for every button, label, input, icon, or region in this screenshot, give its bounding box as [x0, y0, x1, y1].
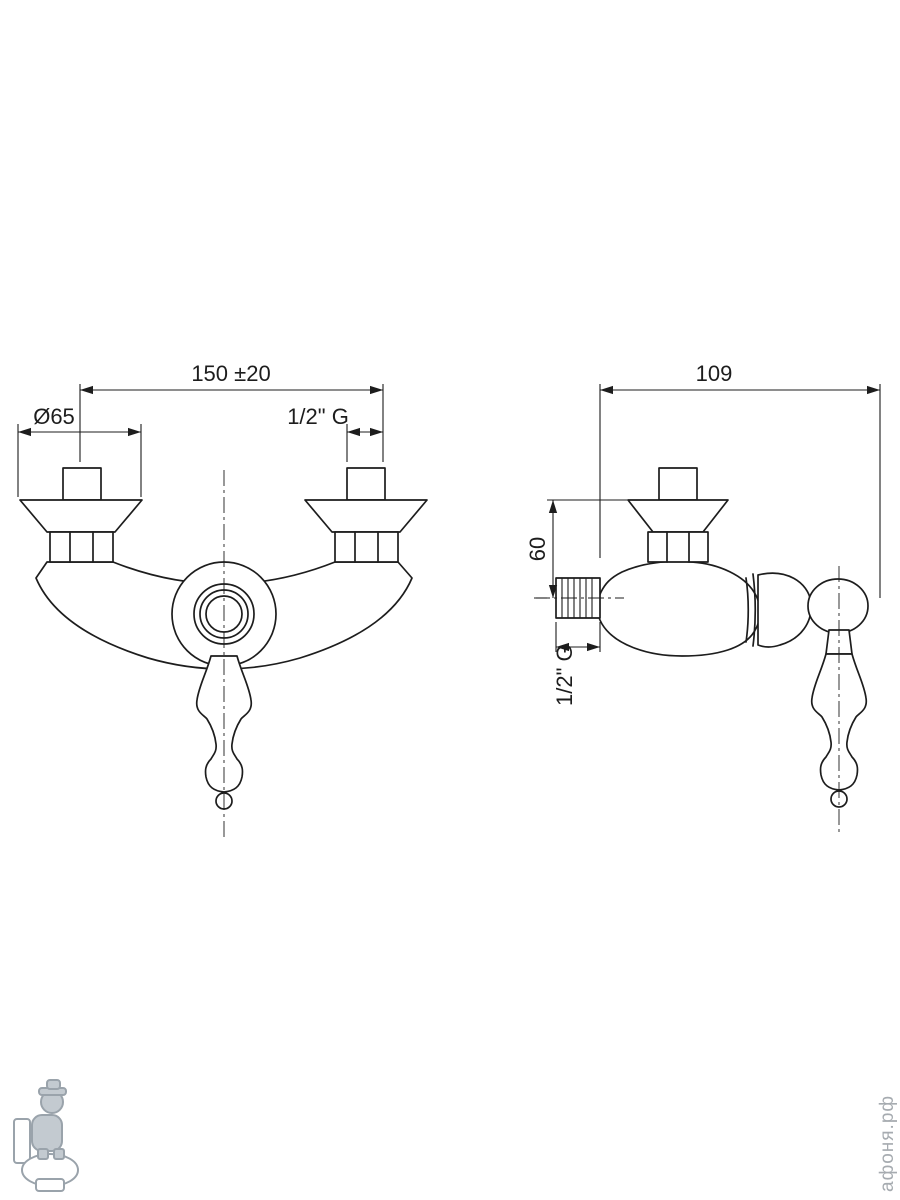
front-left-pipe-stub — [62, 467, 102, 501]
toilet-base — [35, 1178, 65, 1192]
toilet-tank — [13, 1118, 31, 1164]
side-dim-offset-label: 60 — [525, 537, 550, 561]
front-dim-flange: Ø65 — [17, 404, 142, 497]
front-right-flange — [304, 499, 428, 533]
side-ridge — [745, 577, 750, 643]
front-left-nut — [49, 531, 114, 563]
plumber-boot — [37, 1148, 49, 1160]
side-body — [596, 560, 761, 657]
side-nut — [647, 531, 709, 563]
plumber-cap-top — [46, 1079, 61, 1090]
side-view: 109 60 1/2" G — [525, 361, 881, 834]
front-dim-flange-label: Ø65 — [33, 404, 75, 429]
front-dim-thread-label: 1/2" G — [287, 404, 349, 429]
front-dim-thread: 1/2" G — [287, 404, 383, 462]
side-dim-depth: 109 — [599, 361, 881, 598]
front-right-pipe-stub — [346, 467, 386, 501]
side-pipe-stub — [658, 467, 698, 501]
front-left-flange — [19, 499, 143, 533]
side-dim-thread: 1/2" G — [552, 622, 601, 706]
front-dim-width-label: 150 ±20 — [191, 361, 270, 386]
side-handle-knob — [807, 578, 869, 634]
watermark-text: афоня.рф — [877, 1095, 898, 1192]
side-dim-thread-label: 1/2" G — [552, 644, 577, 706]
side-cap — [757, 572, 812, 648]
plumber-boot — [53, 1148, 65, 1160]
side-dim-depth-label: 109 — [696, 361, 733, 386]
front-view: 150 ±20 Ø65 1/2" G — [17, 361, 428, 838]
front-dim-width: 150 ±20 — [79, 361, 384, 462]
watermark-logo — [13, 1079, 79, 1192]
side-flange — [627, 499, 729, 533]
plumber-torso — [31, 1114, 63, 1152]
side-dim-offset: 60 — [525, 499, 628, 599]
front-right-nut — [334, 531, 399, 563]
side-ridge — [752, 573, 757, 647]
